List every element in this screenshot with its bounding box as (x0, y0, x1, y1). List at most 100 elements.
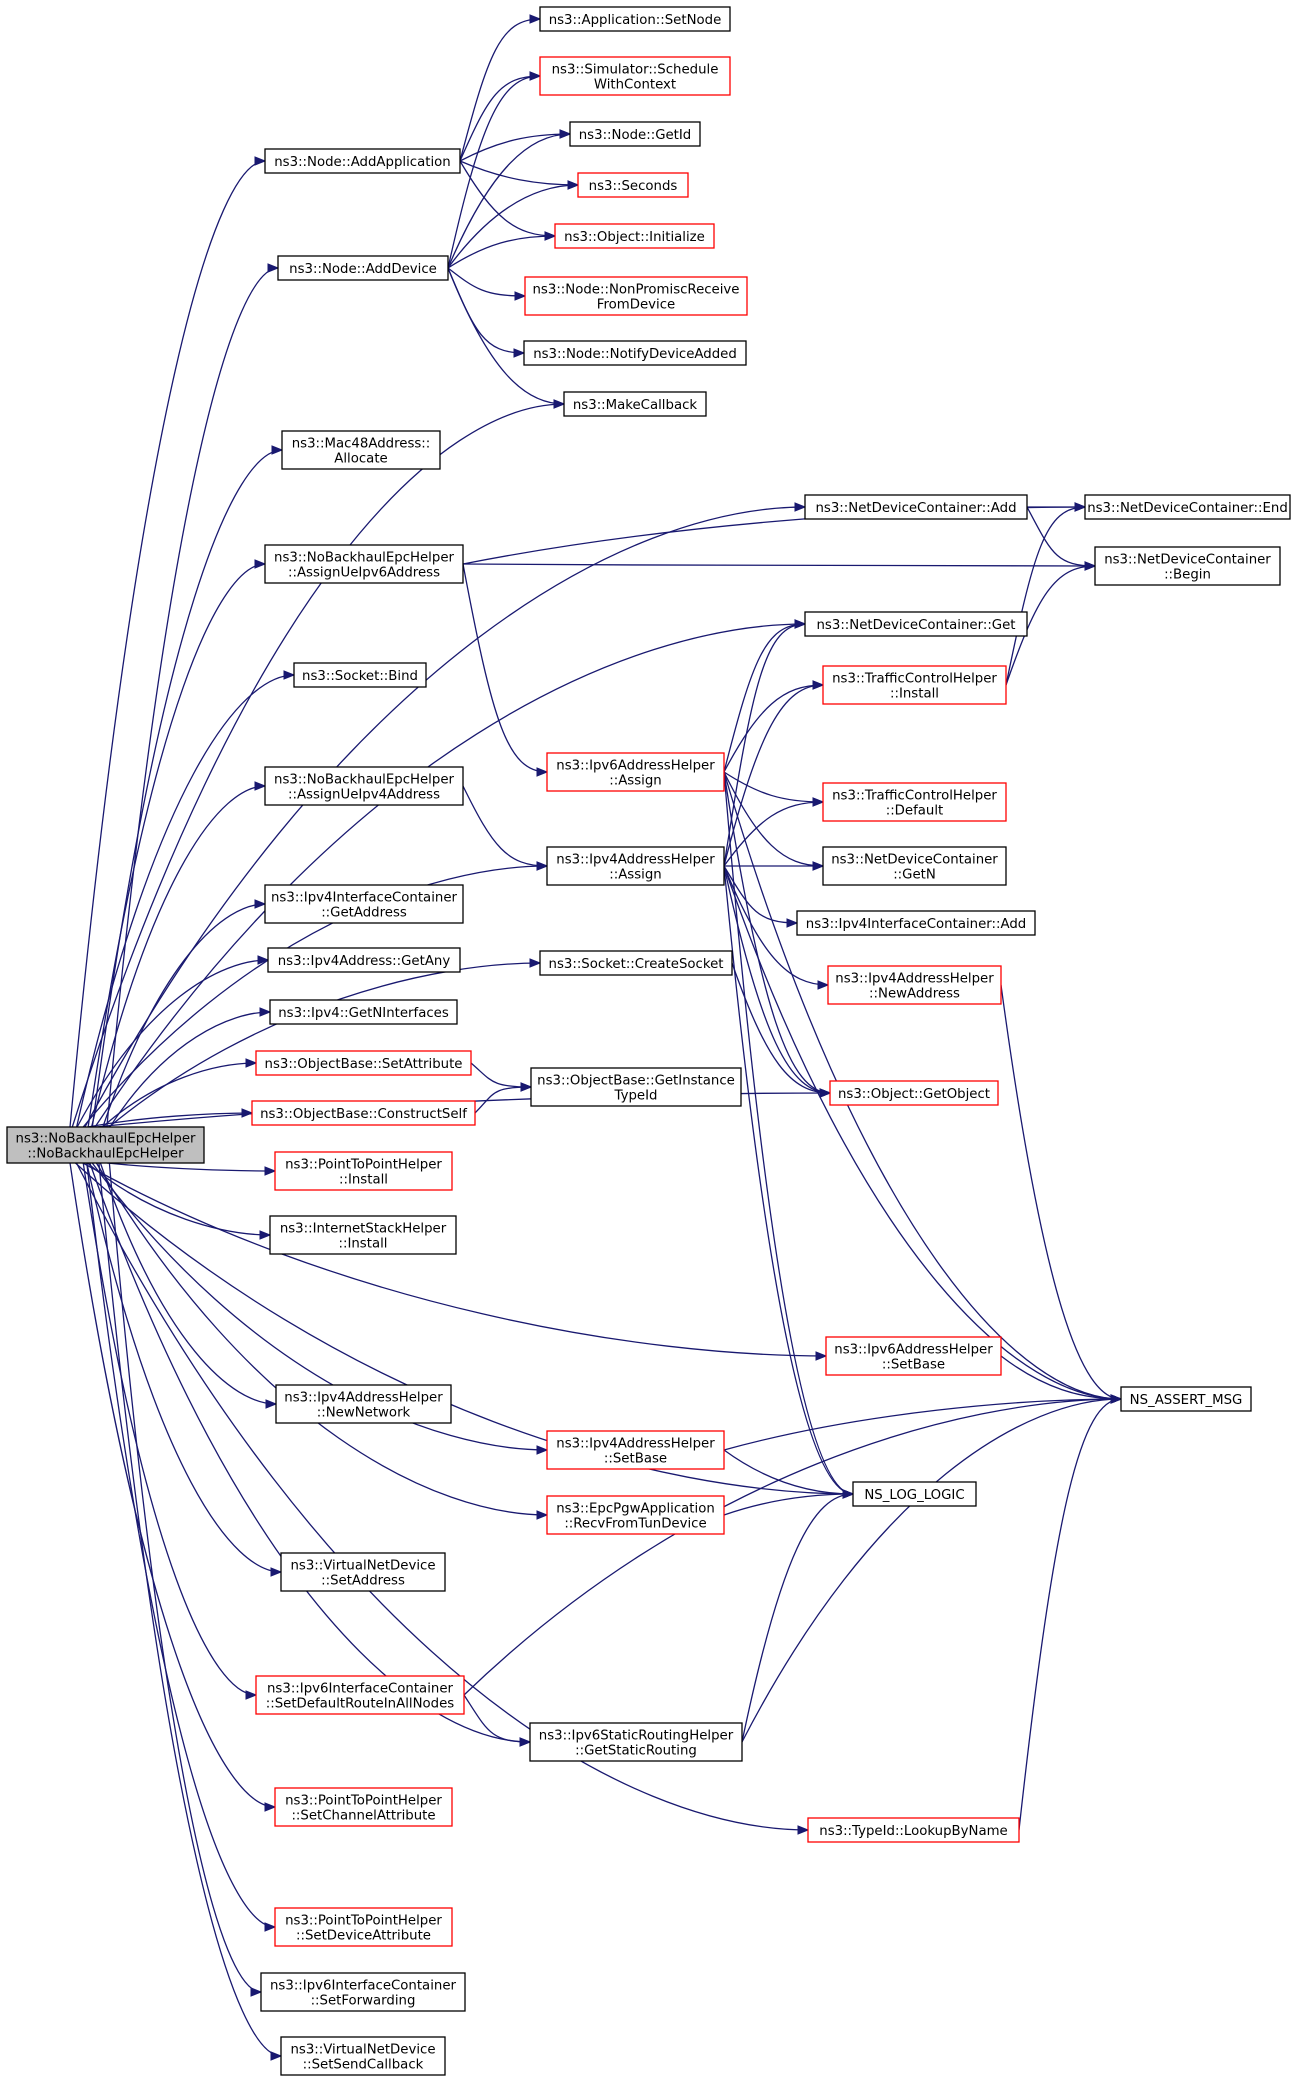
node-label-assign_v6-0: ns3::NoBackhaulEpcHelper (274, 551, 454, 566)
node-label-v4ah_assign-0: ns3::Ipv4AddressHelper (556, 853, 715, 868)
node-ndc_end[interactable]: ns3::NetDeviceContainer::End (1084, 494, 1291, 520)
node-v6ic_setdef[interactable]: ns3::Ipv6InterfaceContainer::SetDefaultR… (255, 1675, 465, 1715)
node-box-tch_default (822, 782, 1007, 822)
node-sock_create[interactable]: ns3::Socket::CreateSocket (539, 950, 733, 976)
edge-root-to-ndc_add (84, 506, 806, 1128)
node-makecb[interactable]: ns3::MakeCallback (563, 391, 707, 417)
node-ndc_get[interactable]: ns3::NetDeviceContainer::Get (804, 611, 1028, 637)
edge-v6ah_assign-to-tch_install (723, 684, 824, 773)
arrowhead-root-to-vnd_setaddr (270, 1567, 283, 1577)
node-label-node_adddev-0: ns3::Node::AddDevice (289, 262, 437, 277)
node-label-v6ic_setdef-1: ::SetDefaultRouteInAllNodes (266, 1697, 455, 1712)
node-node_getid[interactable]: ns3::Node::GetId (569, 121, 701, 147)
node-node_adddev[interactable]: ns3::Node::AddDevice (277, 255, 449, 281)
node-label-tch_default-0: ns3::TrafficControlHelper (832, 789, 997, 804)
edge-v4ah_assign-to-assert_msg (723, 865, 1122, 1400)
arrowhead-v4ah_assign-to-v4ic_add (786, 918, 799, 928)
node-sock_bind[interactable]: ns3::Socket::Bind (293, 662, 427, 688)
node-v6ah_assign[interactable]: ns3::Ipv6AddressHelper::Assign (546, 752, 725, 792)
node-assign_v6[interactable]: ns3::NoBackhaulEpcHelper::AssignUeIpv6Ad… (264, 544, 464, 584)
node-label-v4ah_newaddr-0: ns3::Ipv4AddressHelper (835, 972, 994, 987)
node-box-ob_setattr (255, 1050, 472, 1076)
node-v4a_getany[interactable]: ns3::Ipv4Address::GetAny (267, 947, 461, 973)
node-vnd_setsend[interactable]: ns3::VirtualNetDevice::SetSendCallback (280, 2036, 446, 2076)
arrowhead-typeid_lookup-to-assert_msg (1110, 1394, 1123, 1404)
node-box-vnd_setsend (280, 2036, 446, 2076)
node-label-v4ah_assign-1: ::Assign (609, 868, 661, 883)
node-box-epc_recv (546, 1495, 725, 1535)
node-v4ah_assign[interactable]: ns3::Ipv4AddressHelper::Assign (546, 846, 725, 886)
node-v4ic_add[interactable]: ns3::Ipv4InterfaceContainer::Add (796, 910, 1036, 936)
node-ob_construct[interactable]: ns3::ObjectBase::ConstructSelf (251, 1100, 476, 1126)
node-ipv4_getn[interactable]: ns3::Ipv4::GetNInterfaces (269, 999, 458, 1025)
node-box-ob_construct (251, 1100, 476, 1126)
node-p2p_setchan[interactable]: ns3::PointToPointHelper::SetChannelAttri… (274, 1787, 453, 1827)
node-box-root (6, 1126, 205, 1164)
node-v4ah_setbase[interactable]: ns3::Ipv4AddressHelper::SetBase (546, 1430, 725, 1470)
node-v6ic_setfwd[interactable]: ns3::Ipv6InterfaceContainer::SetForwardi… (260, 1972, 466, 2012)
node-assign_v4[interactable]: ns3::NoBackhaulEpcHelper::AssignUeIpv4Ad… (264, 766, 464, 806)
node-box-node_nonprom (524, 276, 748, 316)
node-label-ob_setattr-0: ns3::ObjectBase::SetAttribute (265, 1057, 463, 1072)
edge-root-to-ob_setattr (102, 1062, 257, 1128)
node-node_notify[interactable]: ns3::Node::NotifyDeviceAdded (523, 340, 747, 366)
node-box-node_addapp (264, 148, 461, 174)
edge-typeid_lookup-to-assert_msg (1018, 1398, 1122, 1831)
node-label-ish_install-0: ns3::InternetStackHelper (280, 1222, 447, 1237)
edge-node_addapp-to-seconds (459, 160, 579, 186)
node-label-node_nonprom-1: FromDevice (597, 298, 675, 313)
edge-root-to-v6ic_setdef (82, 1162, 257, 1696)
node-box-assign_v4 (264, 766, 464, 806)
node-v6ah_setbase[interactable]: ns3::Ipv6AddressHelper::SetBase (825, 1336, 1002, 1376)
edge-v4ah_setbase-to-assert_msg (723, 1398, 1122, 1451)
edge-v6ah_setbase-to-assert_msg (1000, 1355, 1122, 1400)
edge-root-to-vnd_setsend (98, 1162, 282, 2057)
node-label-sched_ctx-1: WithContext (594, 78, 676, 93)
arrowhead-root-to-p2p_setdev (264, 1922, 277, 1932)
node-ndc_add[interactable]: ns3::NetDeviceContainer::Add (804, 494, 1028, 520)
node-box-mac48 (281, 430, 441, 470)
node-box-v4ah_newnet (275, 1384, 452, 1424)
node-v4ah_newnet[interactable]: ns3::Ipv4AddressHelper::NewNetwork (275, 1384, 452, 1424)
node-vnd_setaddr[interactable]: ns3::VirtualNetDevice::SetAddress (280, 1552, 446, 1592)
node-box-ndc_get (804, 611, 1028, 637)
node-node_addapp[interactable]: ns3::Node::AddApplication (264, 148, 461, 174)
node-p2p_install[interactable]: ns3::PointToPointHelper::Install (274, 1151, 453, 1191)
arrowhead-root-to-p2p_setchan (264, 1802, 277, 1812)
edge-root-to-v6srh_getsr (89, 1162, 531, 1743)
arrowhead-v6ic_setdef-to-v6srh_getsr (519, 1737, 532, 1747)
node-root[interactable]: ns3::NoBackhaulEpcHelper::NoBackhaulEpcH… (6, 1126, 205, 1164)
node-ndc_begin[interactable]: ns3::NetDeviceContainer::Begin (1094, 546, 1281, 586)
node-label-v6ic_setdef-0: ns3::Ipv6InterfaceContainer (267, 1682, 454, 1697)
arrowhead-tch_install-to-ndc_end (1074, 502, 1087, 512)
node-tch_install[interactable]: ns3::TrafficControlHelper::Install (822, 665, 1007, 705)
arrowhead-root-to-ob_setattr (245, 1058, 258, 1068)
node-label-tch_install-1: ::Install (890, 687, 939, 702)
node-mac48[interactable]: ns3::Mac48Address::Allocate (281, 430, 441, 470)
node-v4ic_getaddr[interactable]: ns3::Ipv4InterfaceContainer::GetAddress (264, 884, 464, 924)
node-label-epc_recv-1: ::RecvFromTunDevice (564, 1517, 706, 1532)
node-v6srh_getsr[interactable]: ns3::Ipv6StaticRoutingHelper::GetStaticR… (529, 1722, 743, 1762)
node-seconds[interactable]: ns3::Seconds (577, 172, 689, 198)
node-tch_default[interactable]: ns3::TrafficControlHelper::Default (822, 782, 1007, 822)
node-label-v4ah_newaddr-1: ::NewAddress (869, 987, 960, 1002)
node-v4ah_newaddr[interactable]: ns3::Ipv4AddressHelper::NewAddress (827, 965, 1002, 1005)
node-label-vnd_setsend-1: ::SetSendCallback (303, 2058, 424, 2073)
node-epc_recv[interactable]: ns3::EpcPgwApplication::RecvFromTunDevic… (546, 1495, 725, 1535)
node-ob_setattr[interactable]: ns3::ObjectBase::SetAttribute (255, 1050, 472, 1076)
node-log_logic[interactable]: NS_LOG_LOGIC (852, 1481, 977, 1507)
node-ish_install[interactable]: ns3::InternetStackHelper::Install (269, 1215, 457, 1255)
node-obj_init[interactable]: ns3::Object::Initialize (554, 223, 715, 249)
node-p2p_setdev[interactable]: ns3::PointToPointHelper::SetDeviceAttrib… (274, 1907, 453, 1947)
node-obj_getobj[interactable]: ns3::Object::GetObject (829, 1080, 999, 1106)
node-label-ndc_getn-0: ns3::NetDeviceContainer (831, 853, 998, 868)
node-typeid_lookup[interactable]: ns3::TypeId::LookupByName (807, 1817, 1020, 1843)
node-assert_msg[interactable]: NS_ASSERT_MSG (1120, 1386, 1252, 1412)
arrowhead-node_adddev-to-seconds (567, 180, 580, 190)
node-ndc_getn[interactable]: ns3::NetDeviceContainer::GetN (822, 846, 1007, 886)
node-app_setnode[interactable]: ns3::Application::SetNode (539, 6, 731, 32)
node-label-typeid_lookup-0: ns3::TypeId::LookupByName (819, 1824, 1007, 1839)
